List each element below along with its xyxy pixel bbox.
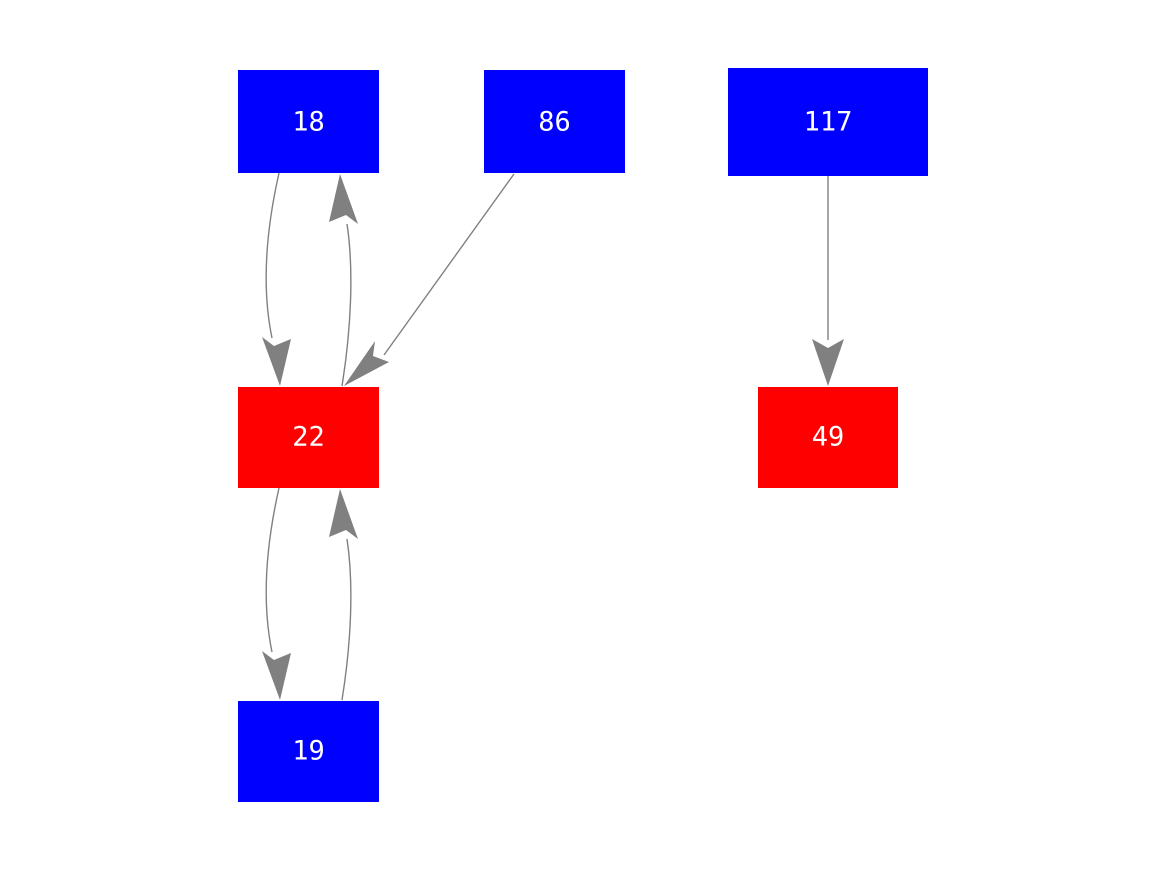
- edge-19-to-22-arrowhead: [329, 489, 358, 539]
- node-22-box: [238, 387, 379, 488]
- edge-18-to-22[interactable]: [262, 172, 291, 386]
- node-117-label: 117: [804, 107, 853, 138]
- edge-18-to-22-line: [265, 172, 280, 339]
- node-86-box: [484, 70, 625, 173]
- node-18-label: 18: [292, 107, 325, 138]
- node-19-box: [238, 701, 379, 802]
- edge-18-to-22-arrowhead: [262, 337, 291, 386]
- edge-22-to-18-line: [341, 223, 352, 387]
- node-22[interactable]: 22: [238, 387, 379, 488]
- edge-22-to-19[interactable]: [262, 487, 291, 700]
- node-18-box: [238, 70, 379, 173]
- edge-22-to-19-line: [265, 487, 280, 653]
- node-49-label: 49: [812, 422, 845, 453]
- edge-22-to-18-arrowhead: [329, 174, 358, 224]
- edge-19-to-22[interactable]: [329, 489, 358, 701]
- node-22-label: 22: [292, 422, 325, 453]
- node-19-label: 19: [292, 736, 325, 767]
- node-49-box: [758, 387, 898, 488]
- node-86-label: 86: [538, 107, 571, 138]
- node-18[interactable]: 18: [238, 70, 379, 173]
- edge-22-to-18[interactable]: [329, 174, 358, 387]
- edge-86-to-22-arrowhead: [344, 341, 389, 386]
- node-117[interactable]: 117: [728, 68, 928, 176]
- edge-86-to-22-line: [383, 173, 515, 356]
- edge-86-to-22[interactable]: [344, 173, 515, 386]
- node-117-box: [728, 68, 928, 176]
- edge-22-to-19-arrowhead: [262, 651, 291, 700]
- node-86[interactable]: 86: [484, 70, 625, 173]
- node-layer: 18 86 117 22 49 19: [238, 68, 928, 802]
- node-19[interactable]: 19: [238, 701, 379, 802]
- edge-117-to-49[interactable]: [812, 176, 844, 386]
- node-49[interactable]: 49: [758, 387, 898, 488]
- edge-19-to-22-line: [341, 538, 352, 701]
- edge-layer: [262, 172, 844, 701]
- edge-117-to-49-arrowhead: [812, 339, 844, 386]
